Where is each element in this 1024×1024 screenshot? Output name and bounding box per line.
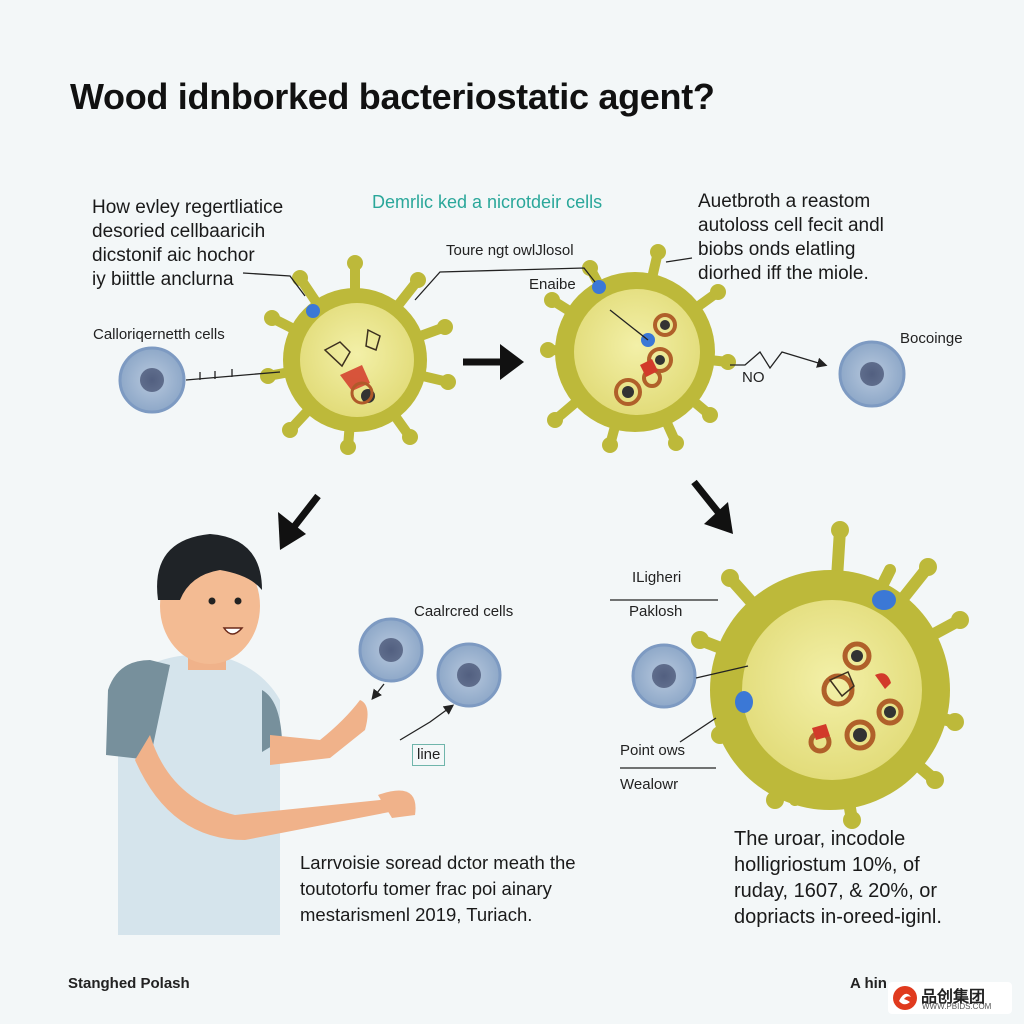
description-text: Auetbroth a reastom autoloss cell fecit … <box>698 191 884 284</box>
pointer-label-1: Toure ngt owlJlosol <box>446 242 574 259</box>
flame-icon <box>893 986 917 1010</box>
logo-text: 品创集团 <box>921 987 986 1006</box>
lighter-label: ILigheri <box>632 569 682 586</box>
bottom-left-text: Larrvoisie soread dctor meath the toutot… <box>300 852 576 925</box>
person-illustration <box>106 534 416 935</box>
footer-right: A hin <box>850 975 887 992</box>
line-box: line <box>412 744 446 766</box>
wealowr-label: Wealowr <box>620 776 679 793</box>
connector-lines <box>185 257 828 769</box>
watermark-logo: 品创集团 WWW.PBIDS.COM <box>888 982 1012 1014</box>
bacteria-cell-left <box>118 346 186 414</box>
intro-text: How evley regertliatice desoried cellbaa… <box>92 197 284 290</box>
point-label: Point ows <box>620 742 686 759</box>
virus-cell-left <box>260 255 456 455</box>
virus-cell-center <box>540 244 736 453</box>
paklosh-label: Paklosh <box>629 603 683 620</box>
virus-cell-large <box>691 521 969 829</box>
bacteria-cell-mid-1 <box>358 617 424 683</box>
pointer-label-2: Enaibe <box>529 276 576 293</box>
page-title: Wood idnborked bacteriostatic agent? <box>70 76 715 117</box>
bottom-right-text: The uroar, incodole holligriostum 10%, o… <box>734 828 942 928</box>
center-heading: Demrlic ked a nicrotdeir cells <box>372 192 603 212</box>
bacteria-cell-right <box>838 340 906 408</box>
bacteria-cell-large-left <box>631 643 697 709</box>
logo-url: WWW.PBIDS.COM <box>922 1002 992 1011</box>
arrow-right <box>463 344 524 380</box>
right-cell-label: Bocoinge <box>900 330 963 347</box>
arrow-down-right <box>691 479 733 534</box>
bacteria-cell-mid-2 <box>436 642 502 708</box>
no-label: NO <box>742 369 765 386</box>
left-cell-label: Calloriqernetth cells <box>93 326 225 343</box>
footer-left: Stanghed Polash <box>68 975 190 992</box>
mid-cells-label: Caalrcred cells <box>414 603 514 620</box>
arrow-down-left <box>278 493 321 550</box>
